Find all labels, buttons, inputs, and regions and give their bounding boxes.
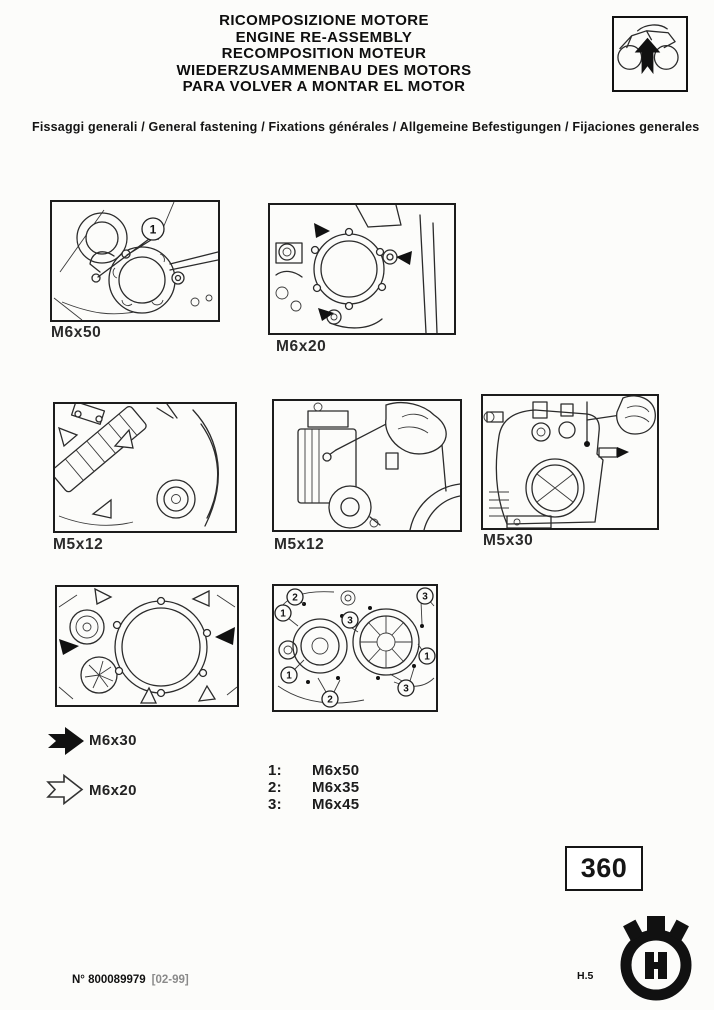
- page-title: RICOMPOSIZIONE MOTORE ENGINE RE-ASSEMBLY…: [150, 12, 498, 96]
- callout-number: 3: [422, 592, 428, 603]
- top-barcode-strip: [20, 99, 678, 111]
- cylinder-valve-illustration: [483, 396, 656, 528]
- callout-number: 3: [403, 684, 409, 695]
- section-code: H.5: [577, 970, 594, 982]
- title-line-de: WIEDERZUSAMMENBAU DES MOTORS: [176, 61, 472, 79]
- figure-cylinder-valve: [481, 394, 659, 530]
- figure-4-label: M5x12: [274, 536, 325, 553]
- callout-number: 2: [327, 695, 333, 706]
- figure-3-label: M5x12: [53, 536, 104, 553]
- title-line-en: ENGINE RE-ASSEMBLY: [235, 28, 413, 46]
- callout-number: 2: [292, 593, 298, 604]
- legend-value: M6x50: [312, 762, 360, 779]
- section-subtitle: Fissaggi generali / General fastening / …: [32, 120, 700, 134]
- legend-row: 2: M6x35: [268, 779, 359, 796]
- document-number: N° 800089979 [02-99]: [72, 974, 189, 986]
- figure-1-label: M6x50: [51, 324, 102, 341]
- white-arrow-label: M6x20: [89, 782, 137, 799]
- black-arrow-legend-item: [48, 727, 88, 755]
- black-arrow-label: M6x30: [89, 732, 137, 749]
- edition-text: [02-99]: [151, 974, 189, 986]
- brand-logo-wrap: [610, 914, 700, 1004]
- callout-number: 3: [347, 616, 353, 627]
- callout-number: 1: [424, 652, 430, 663]
- legend-number: 3:: [268, 796, 282, 813]
- figure-clutch-cover: [268, 203, 456, 335]
- white-arrow-legend-item: [46, 773, 86, 806]
- callout-number: 1: [280, 609, 286, 620]
- document-number-text: N° 800089979: [72, 974, 146, 986]
- cylinder-screwdriver-illustration: [297, 401, 460, 530]
- bolt-number-legend: 1: M6x50 2: M6x35 3: M6x45: [268, 762, 359, 813]
- white-right-arrow-icon: [46, 773, 84, 806]
- figure-2-label: M6x20: [276, 338, 327, 355]
- section-icon-box: [612, 16, 688, 92]
- title-line-fr: RECOMPOSITION MOTEUR: [221, 45, 427, 62]
- clutch-cover-illustration: [275, 205, 438, 333]
- figure-intake-manifold: [53, 402, 237, 533]
- legend-row: 1: M6x50: [268, 762, 359, 779]
- water-pump-cover-illustration: 1: [53, 202, 218, 320]
- intake-manifold-illustration: [55, 404, 220, 527]
- callout-circle: [141, 217, 165, 241]
- title-line-it: RICOMPOSIZIONE MOTORE: [219, 12, 429, 29]
- figure-5-label: M5x30: [483, 532, 534, 549]
- page-number: 360: [580, 853, 628, 883]
- title-line-es: PARA VOLVER A MONTAR EL MOTOR: [182, 78, 466, 95]
- left-cover-illustration: [58, 587, 237, 704]
- figure-left-cover-arrows: [55, 585, 239, 707]
- figure-cylinder-screwdriver: [272, 399, 462, 532]
- callout-number: 1: [286, 671, 292, 682]
- figure-water-pump-cover: 1: [50, 200, 220, 322]
- crankcase-illustration: 2 3 1 3 1 2 3 1: [274, 587, 436, 708]
- legend-value: M6x45: [312, 796, 360, 813]
- figure-crankcase-callouts: 2 3 1 3 1 2 3 1: [272, 584, 438, 712]
- legend-number: 2:: [268, 779, 282, 796]
- bottom-barcode-strip: [20, 921, 692, 969]
- callout-number: 1: [150, 223, 157, 237]
- legend-row: 3: M6x45: [268, 796, 359, 813]
- legend-number: 1:: [268, 762, 282, 779]
- legend-value: M6x35: [312, 779, 360, 796]
- husqvarna-logo: [620, 916, 692, 1001]
- black-right-arrow-icon: [48, 727, 84, 755]
- motorcycle-up-arrow-icon: [617, 24, 679, 75]
- page-number-box: 360: [565, 846, 643, 891]
